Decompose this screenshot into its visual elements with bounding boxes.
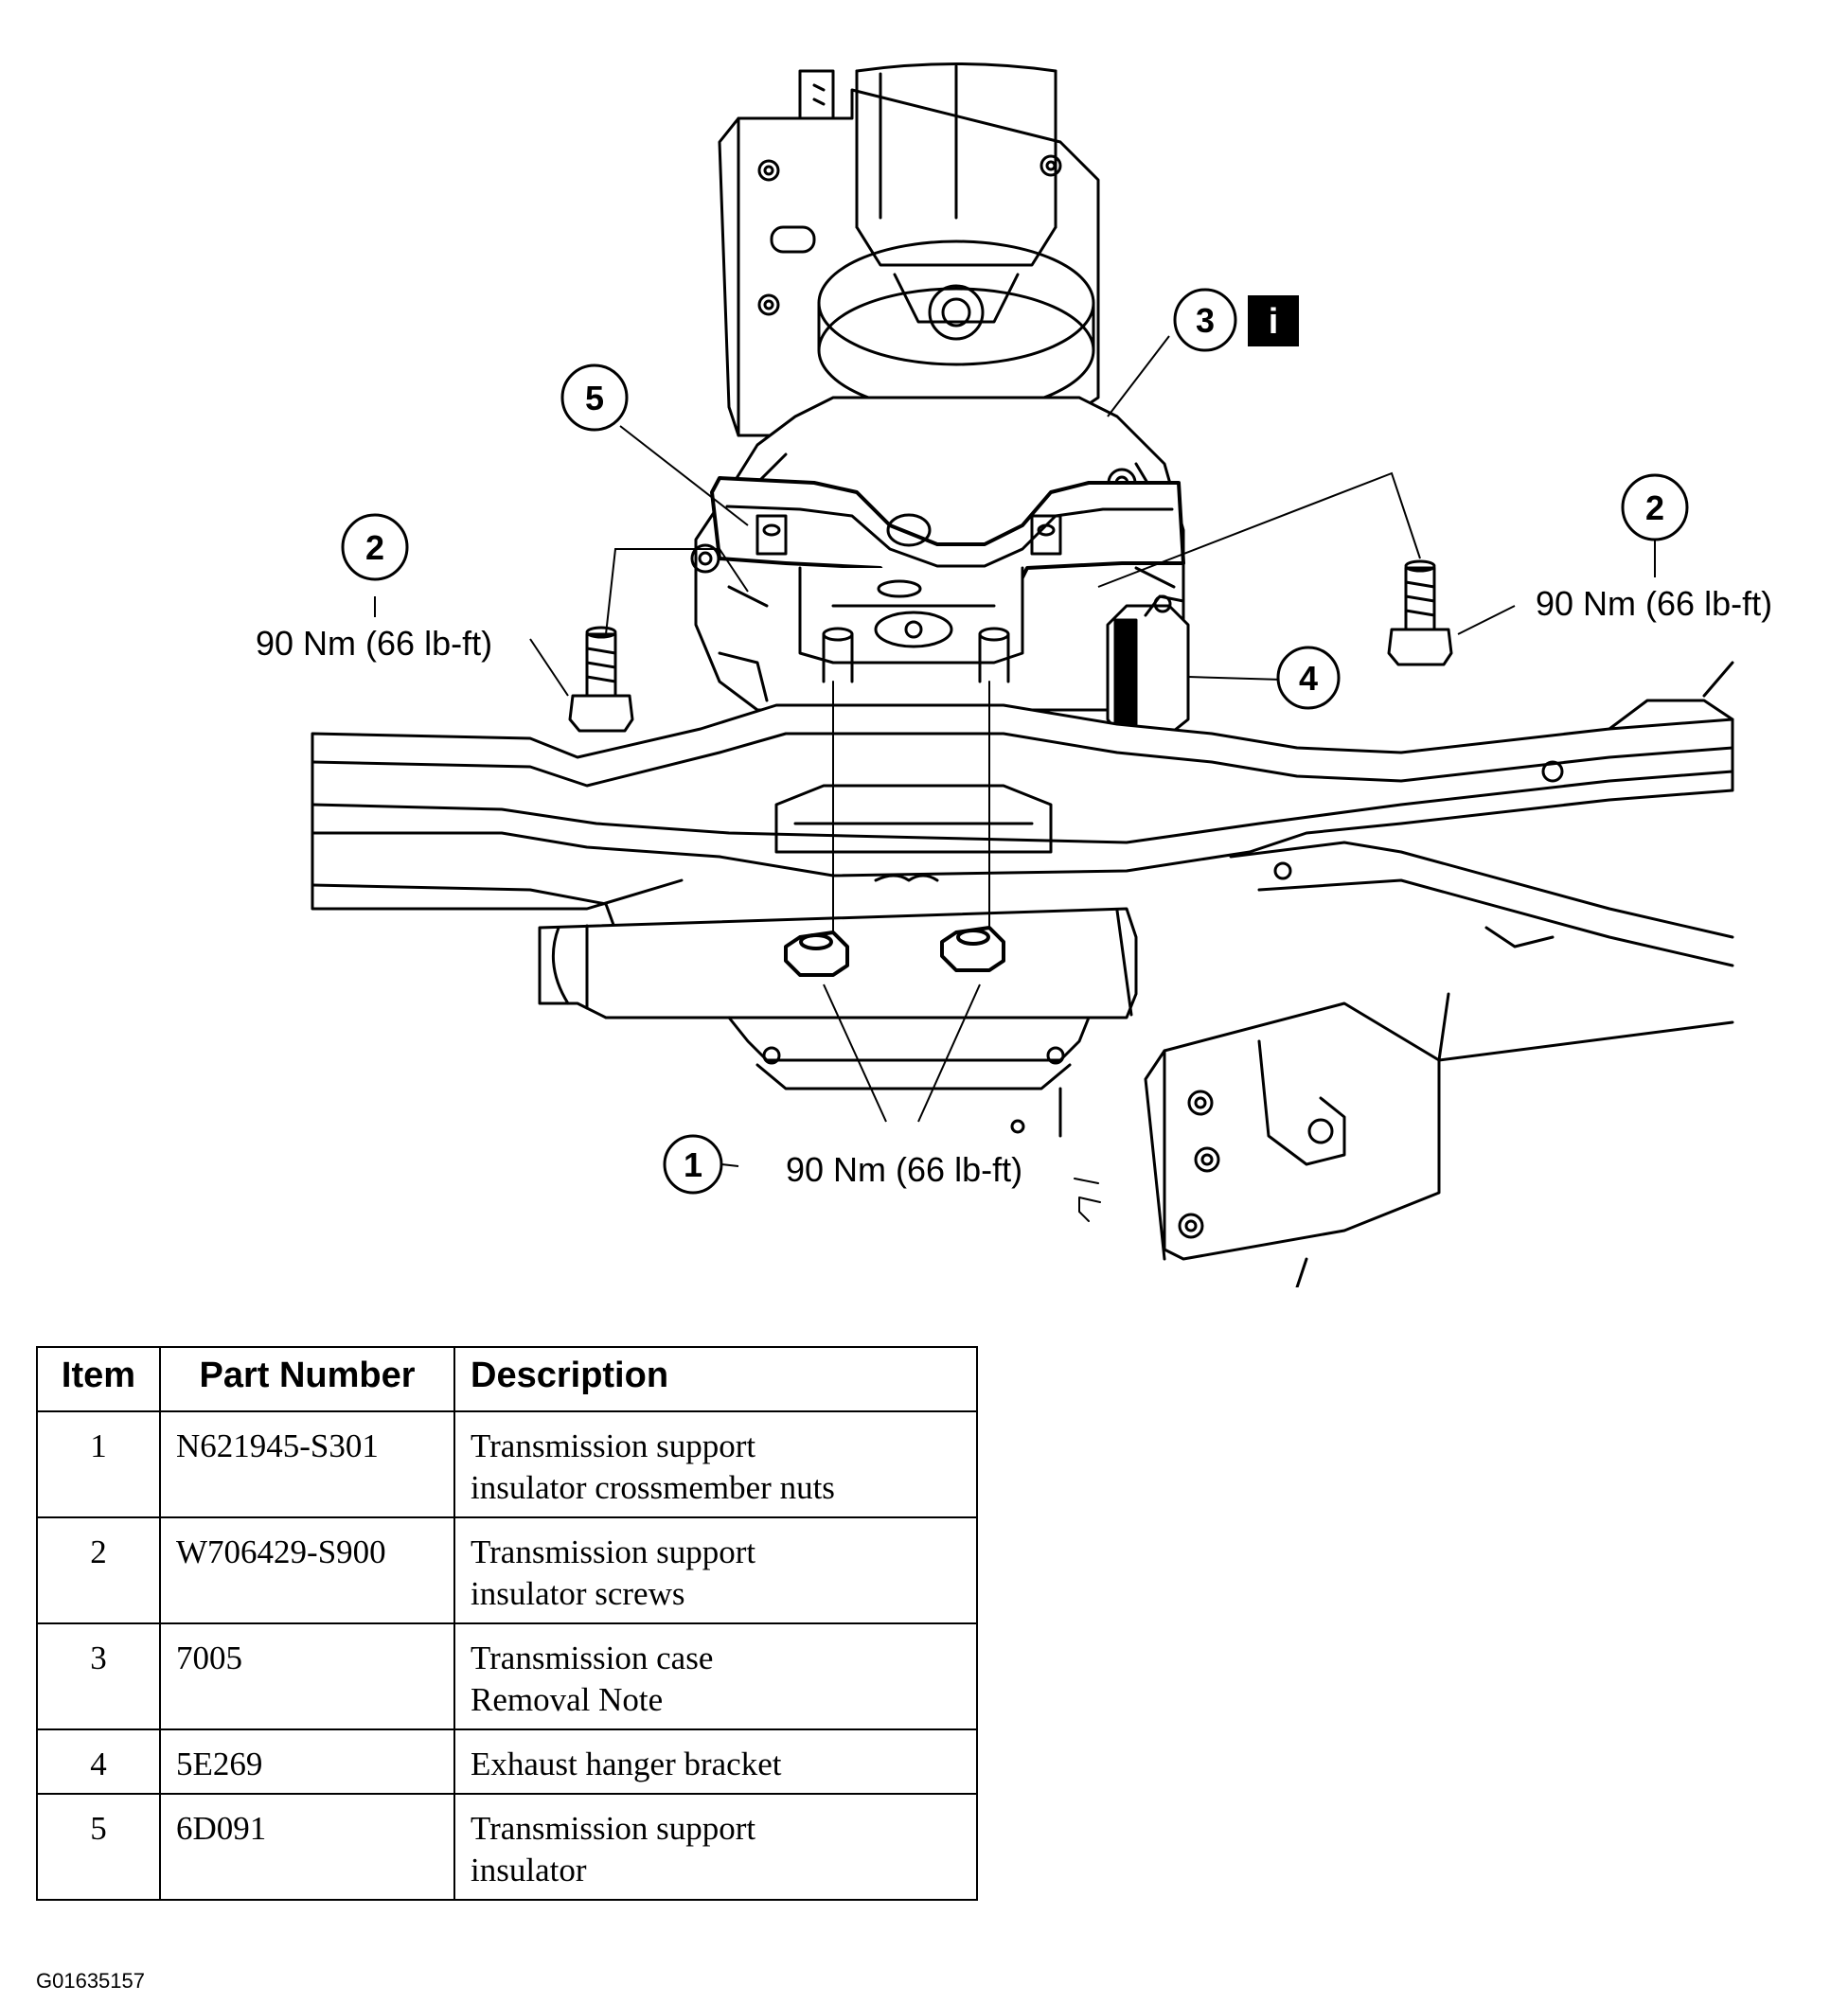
- description-line: insulator: [471, 1852, 587, 1888]
- torque-label-screw-left: 90 Nm (66 lb-ft): [256, 624, 492, 663]
- callout-2-left-label: 2: [365, 528, 384, 567]
- callout-2-left: 2: [341, 513, 409, 581]
- item-cell: 4: [36, 1728, 161, 1795]
- info-icon: [1248, 295, 1299, 346]
- callout-5-label: 5: [585, 379, 604, 417]
- torque-label-nuts: 90 Nm (66 lb-ft): [786, 1150, 1022, 1189]
- item-cell: 3: [36, 1622, 161, 1730]
- description-line: Transmission support: [471, 1810, 756, 1847]
- torque-label-screw-right: 90 Nm (66 lb-ft): [1536, 584, 1772, 623]
- table-row: 1 N621945-S301 Transmission support insu…: [36, 1410, 978, 1518]
- callout-2-right-label: 2: [1645, 488, 1664, 527]
- stud-guide-lines: [832, 681, 990, 933]
- description-cell: Transmission support insulator screws: [453, 1516, 978, 1624]
- driveshaft: [855, 62, 1057, 229]
- description-line: Removal Note: [471, 1681, 664, 1718]
- item-cell: 5: [36, 1793, 161, 1901]
- crossmember: [311, 661, 1734, 967]
- transmission-support-diagram: 1 2 2 3 i 4 5 90 Nm (66 lb-ft) 90 Nm (66…: [256, 62, 1772, 1287]
- table-row: 5 6D091 Transmission support insulator: [36, 1793, 978, 1901]
- exhaust-hanger-bracket: [1106, 594, 1190, 740]
- table-row: 2 W706429-S900 Transmission support insu…: [36, 1516, 978, 1624]
- callout-1: 1: [663, 1134, 723, 1195]
- part-number-cell: 6D091: [159, 1793, 455, 1901]
- table-row: 4 5E269 Exhaust hanger bracket: [36, 1728, 978, 1795]
- part-number-cell: W706429-S900: [159, 1516, 455, 1624]
- right-insulator-screw: [1387, 559, 1453, 666]
- item-cell: 2: [36, 1516, 161, 1624]
- description-cell: Exhaust hanger bracket: [453, 1728, 978, 1795]
- description-cell: Transmission support insulator: [453, 1793, 978, 1901]
- description-line: Transmission case: [471, 1640, 714, 1676]
- info-badge-text: i: [1269, 302, 1279, 342]
- callout-4-label: 4: [1299, 659, 1318, 698]
- description-cell: Transmission support insulator crossmemb…: [453, 1410, 978, 1518]
- figure-id: G01635157: [36, 1969, 145, 1993]
- crossmember-nuts: [784, 926, 1005, 977]
- callout-1-label: 1: [684, 1145, 702, 1184]
- description-line: Transmission support: [471, 1427, 756, 1464]
- description-line: insulator crossmember nuts: [471, 1469, 835, 1506]
- callout-2-right: 2: [1621, 473, 1689, 541]
- callout-4: 4: [1276, 646, 1341, 710]
- table-row: 3 7005 Transmission case Removal Note: [36, 1622, 978, 1730]
- description-line: Transmission support: [471, 1533, 756, 1570]
- header-item: Item: [36, 1346, 161, 1412]
- part-number-cell: 5E269: [159, 1728, 455, 1795]
- parts-table: Item Part Number Description 1 N621945-S…: [36, 1346, 978, 1901]
- support-insulator: [710, 476, 1185, 683]
- description-line: Exhaust hanger bracket: [471, 1746, 782, 1782]
- callout-5: 5: [560, 363, 629, 432]
- frame-rail: [1144, 992, 1734, 1287]
- callout-3: 3 i: [1173, 288, 1299, 352]
- leader-lines: [374, 335, 1656, 1167]
- output-yoke: [817, 225, 1095, 447]
- description-line: insulator screws: [471, 1575, 685, 1612]
- table-header-row: Item Part Number Description: [36, 1346, 978, 1412]
- header-part-number: Part Number: [159, 1346, 455, 1412]
- description-cell: Transmission case Removal Note: [453, 1622, 978, 1730]
- part-number-cell: N621945-S301: [159, 1410, 455, 1518]
- callout-3-label: 3: [1196, 301, 1215, 340]
- left-insulator-screw: [568, 626, 634, 733]
- part-number-cell: 7005: [159, 1622, 455, 1730]
- bell-housing: [727, 1016, 1091, 1138]
- header-description: Description: [453, 1346, 978, 1412]
- item-cell: 1: [36, 1410, 161, 1518]
